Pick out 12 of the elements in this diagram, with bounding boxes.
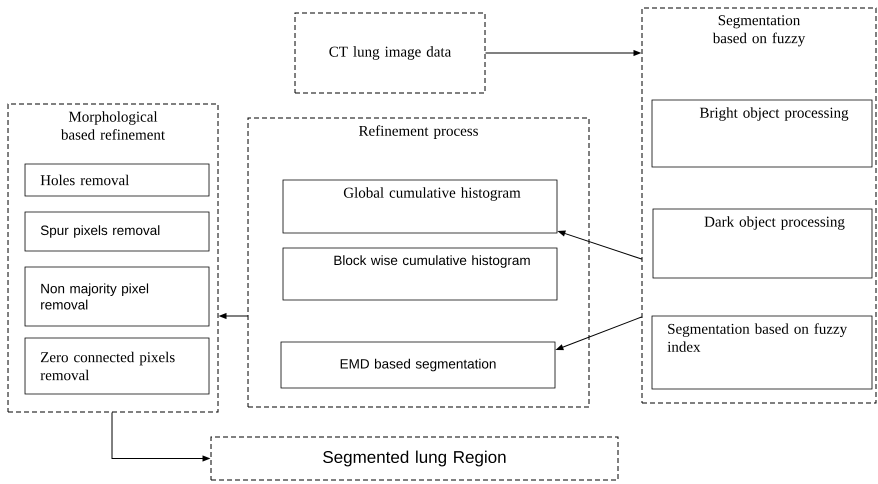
process-box: Bright object processing <box>652 100 872 168</box>
process-box: Holes removal <box>24 164 210 196</box>
process-box: Zero connected pixels removal <box>24 338 210 394</box>
process-box: EMD based segmentation <box>280 342 556 388</box>
process-box: Segmented lung Region <box>210 436 618 480</box>
process-box: Spur pixels removal <box>24 212 210 252</box>
process-box: CT lung image data <box>294 12 486 94</box>
process-box: Block wise cumulative histogram <box>282 248 558 300</box>
process-box: Non majority pixel removal <box>24 266 210 326</box>
process-box: Global cumulative histogram <box>282 180 558 234</box>
process-box: Segmentation based on fuzzy index <box>652 316 872 390</box>
process-box: Dark object processing <box>652 208 872 278</box>
